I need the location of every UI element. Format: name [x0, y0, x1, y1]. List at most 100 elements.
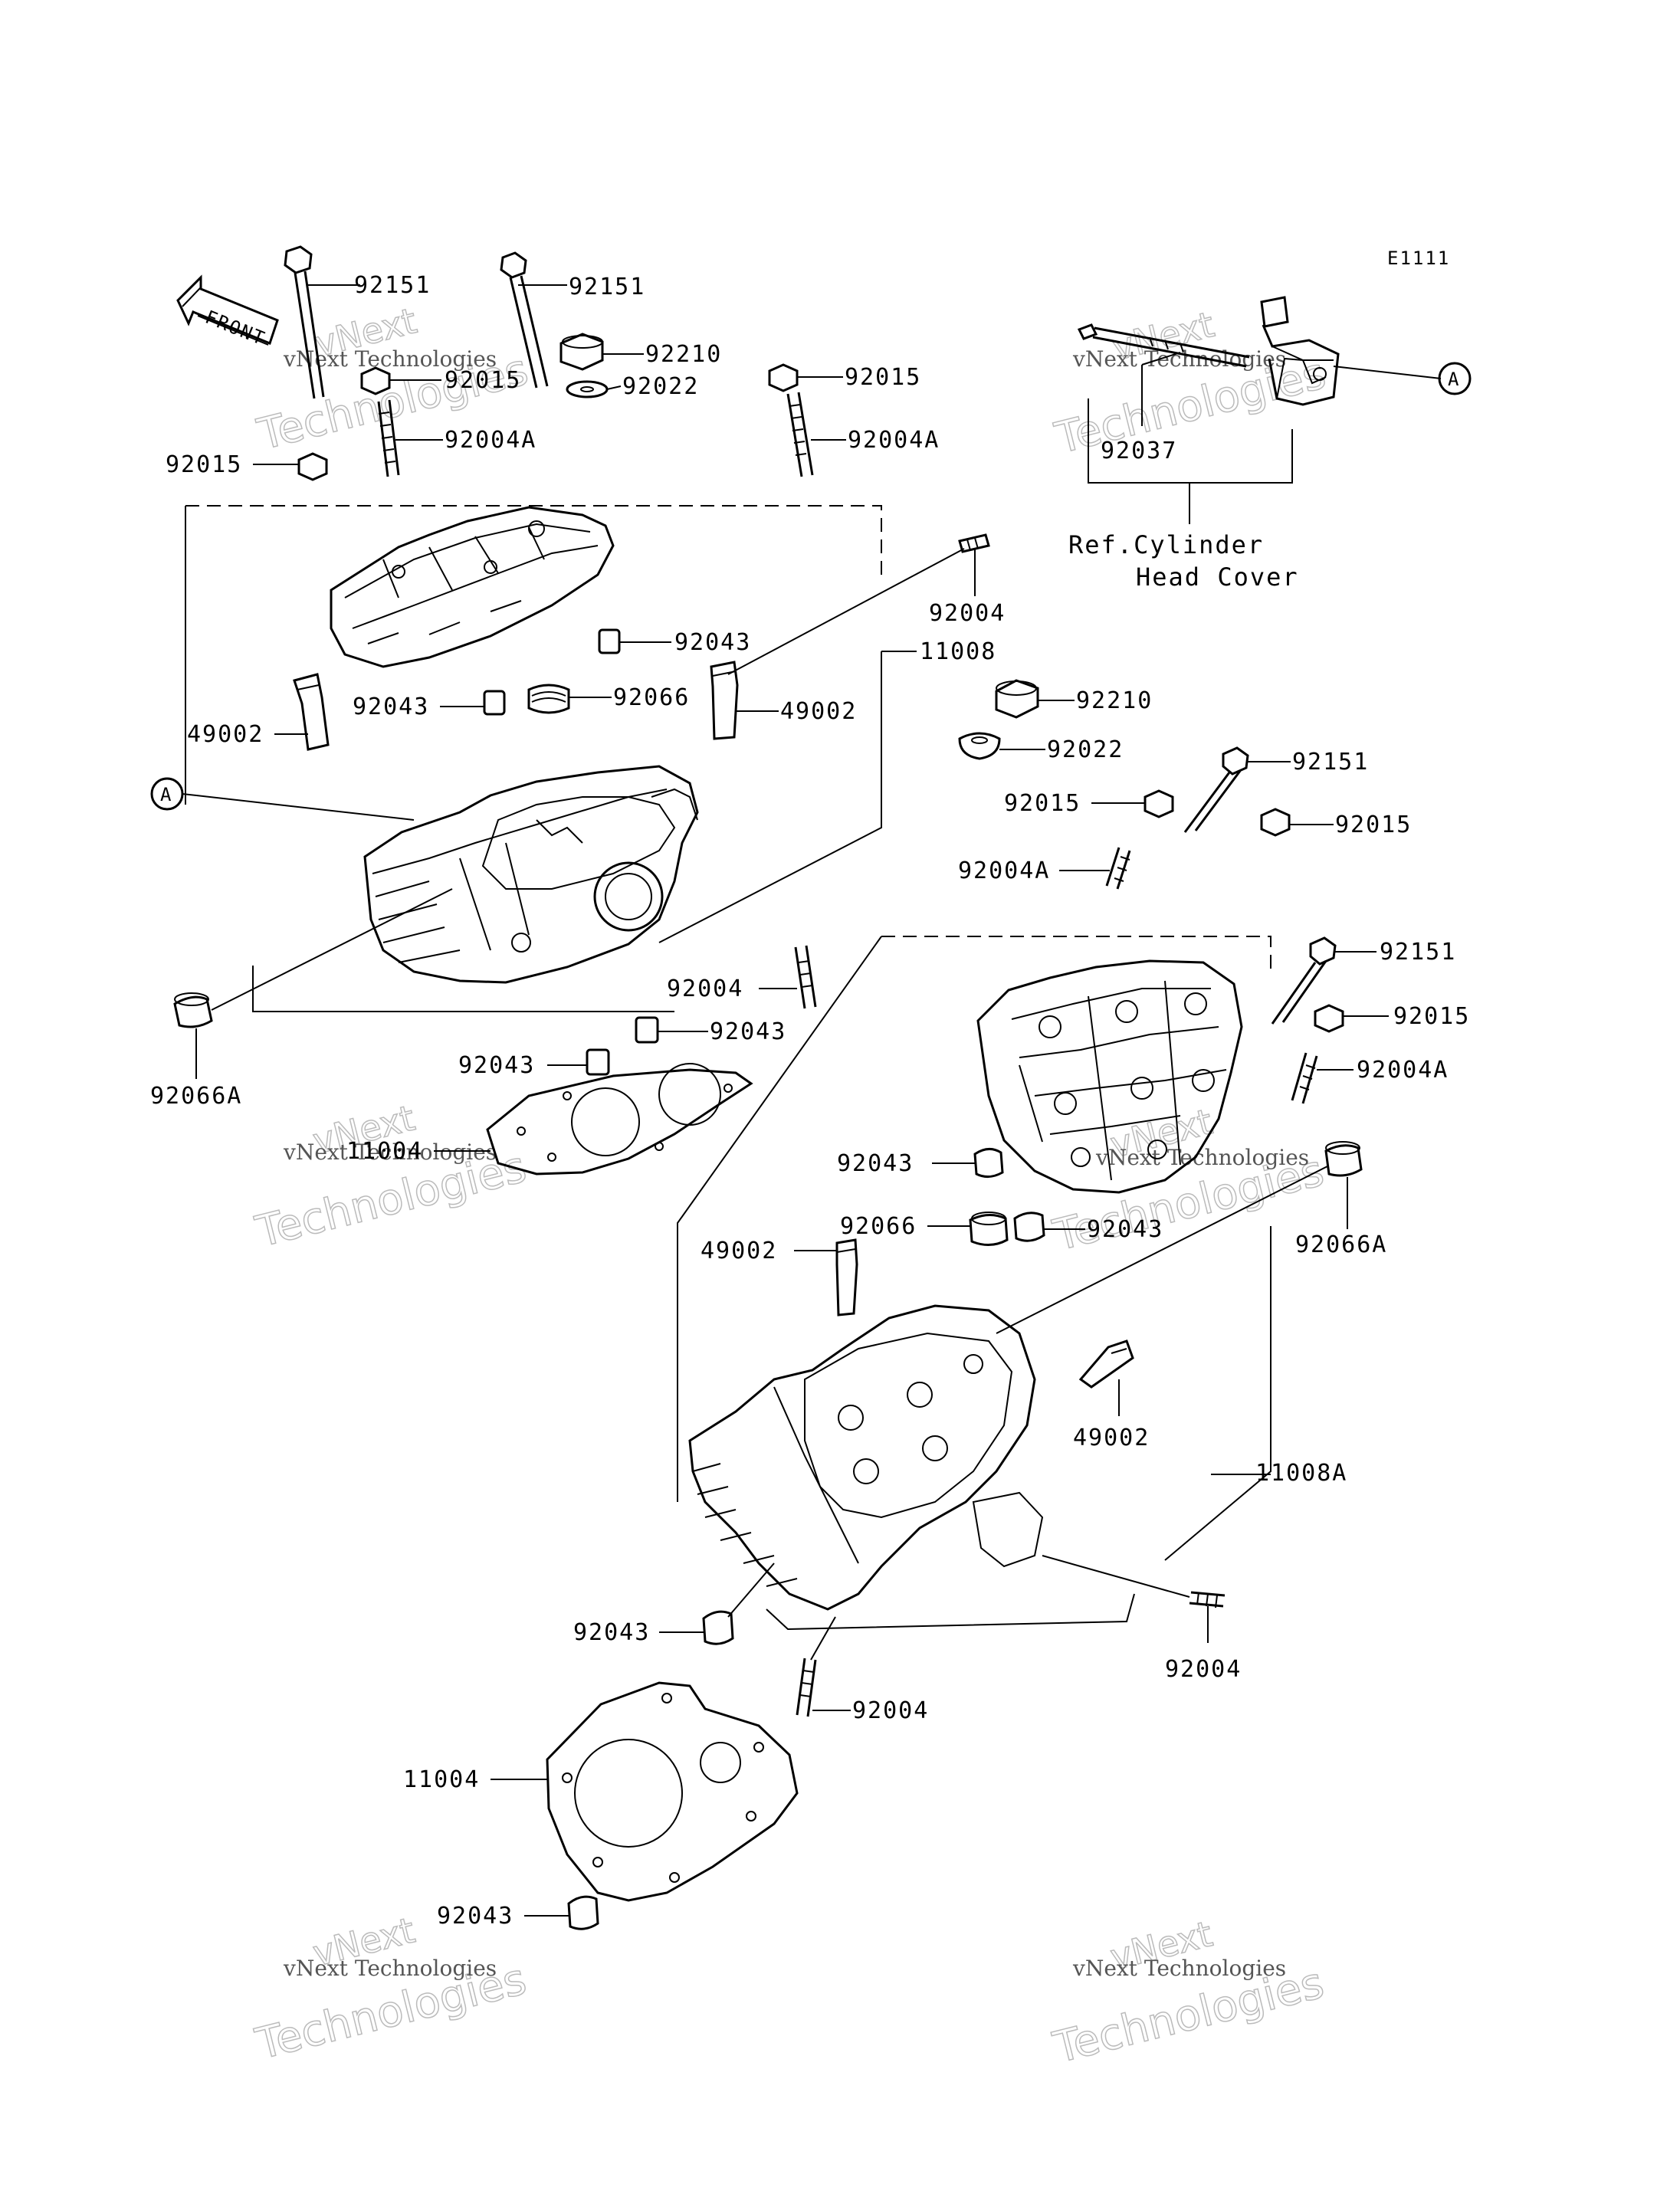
valve-guide-49002-d [1078, 1340, 1134, 1416]
ref-bracket [1088, 398, 1293, 524]
label-92066A: 92066A [1295, 1231, 1387, 1258]
dowel-92043-g [659, 1562, 775, 1645]
nut-92210-rear [995, 679, 1075, 719]
callout-a-text: A [1448, 369, 1460, 390]
valve-guide-49002-a [274, 673, 330, 751]
label-92151: 92151 [1292, 749, 1369, 776]
bolt-92151-left [284, 245, 360, 399]
label-92043: 92043 [837, 1150, 914, 1177]
bracket-11008 [185, 505, 917, 1012]
callout-a-text: A [160, 784, 172, 805]
label-92066: 92066 [840, 1213, 917, 1240]
nut-92015-left [253, 452, 328, 481]
watermark-text-small: vNext Technologies [1072, 346, 1286, 372]
label-11004: 11004 [346, 1138, 423, 1165]
nut-92015-rear-a [1091, 789, 1174, 818]
label-11004: 11004 [403, 1766, 480, 1793]
bolt-92151-rear-a [1183, 746, 1291, 833]
nut-92015-rear-b [1260, 808, 1334, 837]
dowel-92043-e [932, 1148, 1004, 1178]
label-92015: 92015 [445, 367, 521, 394]
label-92022: 92022 [622, 373, 699, 400]
watermark-mid-left: Technologies vNext [250, 1097, 531, 1258]
washer-92022-top [566, 380, 622, 398]
valve-guide-49002-b [710, 661, 779, 740]
label-92037: 92037 [1101, 438, 1177, 464]
plug-92066A-a [173, 888, 453, 1079]
label-11008A: 11008A [1255, 1460, 1347, 1487]
label-92015: 92015 [1393, 1003, 1470, 1030]
stud-92004A-rear-b [1291, 1052, 1354, 1104]
label-92004A: 92004A [958, 857, 1050, 884]
label-49002: 49002 [1073, 1425, 1150, 1451]
rocker-housing-rear [976, 959, 1243, 1194]
label-92004: 92004 [1165, 1656, 1242, 1683]
washer-92022-rear [958, 732, 1045, 760]
dowel-92043-d [547, 1048, 610, 1076]
valve-guide-49002-c [794, 1238, 858, 1317]
label-49002: 49002 [780, 698, 857, 725]
stud-92004-c [1042, 1555, 1226, 1643]
label-92043: 92043 [674, 629, 751, 656]
watermark-text-small: vNext Technologies [1072, 1956, 1286, 1981]
label-92004A: 92004A [445, 427, 536, 454]
callout-a-left: A [150, 777, 415, 821]
gasket-11004-front [434, 1063, 753, 1176]
label-92043: 92043 [437, 1903, 514, 1930]
label-49002: 49002 [187, 721, 264, 748]
dowel-92043-h [524, 1895, 599, 1930]
watermark-text-small: vNext Technologies [1095, 1145, 1309, 1170]
dowel-92043-f [1013, 1212, 1085, 1242]
label-92043: 92043 [353, 694, 429, 720]
label-92043: 92043 [573, 1619, 650, 1646]
label-92043: 92043 [458, 1052, 535, 1079]
cylinder-head-rear [688, 1304, 1044, 1611]
label-92151: 92151 [1380, 939, 1456, 966]
nut-92210-top [559, 333, 644, 371]
label-92043: 92043 [1087, 1216, 1163, 1243]
label-92210: 92210 [645, 341, 722, 368]
label-92015: 92015 [1335, 812, 1412, 838]
label-92004: 92004 [852, 1697, 929, 1724]
bolt-92151-rear-b [1271, 936, 1376, 1025]
label-92015: 92015 [1004, 790, 1081, 817]
front-arrow-icon: FRONT [176, 274, 279, 349]
rocker-housing-front [330, 506, 615, 668]
bolt-92151-mid [500, 251, 567, 389]
label-92210: 92210 [1076, 687, 1153, 714]
seal-92066-b [927, 1212, 1009, 1246]
nut-92015-rear-c [1314, 1004, 1389, 1033]
plug-92066A-b [996, 1141, 1363, 1334]
label-92151: 92151 [354, 272, 431, 299]
cover-part-top-right [1260, 296, 1340, 406]
stud-92004-d [796, 1616, 851, 1717]
dowel-92043-c [635, 1016, 708, 1044]
watermark-text-small: vNext Technologies [283, 1139, 497, 1165]
diagram-code: E1111 [1387, 248, 1450, 269]
label-92151: 92151 [569, 274, 645, 300]
label-92015: 92015 [845, 364, 921, 391]
watermark-text-small: vNext Technologies [283, 1956, 497, 1981]
label-92004: 92004 [667, 976, 743, 1002]
label-92015: 92015 [166, 451, 242, 478]
label-92004: 92004 [929, 600, 1006, 627]
dowel-92043-b [440, 690, 506, 716]
label-11008: 11008 [920, 638, 996, 665]
label-92043: 92043 [710, 1018, 786, 1045]
callout-a-right: A [1333, 362, 1472, 395]
label-49002: 49002 [701, 1238, 777, 1264]
stud-92004A-left [377, 399, 443, 477]
label-92022: 92022 [1047, 736, 1124, 763]
label-92066: 92066 [613, 684, 690, 711]
label-92004A: 92004A [848, 427, 940, 454]
stud-92004-b [759, 945, 817, 1009]
label-92004A: 92004A [1357, 1057, 1449, 1084]
reference-line-2: Head Cover [1136, 562, 1299, 592]
stud-92004-long [727, 533, 990, 675]
seal-92066-a [527, 684, 612, 714]
watermark-bottom-right: Technologies vNext [1048, 1913, 1329, 2074]
label-92066A: 92066A [150, 1083, 242, 1110]
stud-92004A-right [786, 392, 846, 477]
bracket-11008A [677, 936, 1271, 1631]
